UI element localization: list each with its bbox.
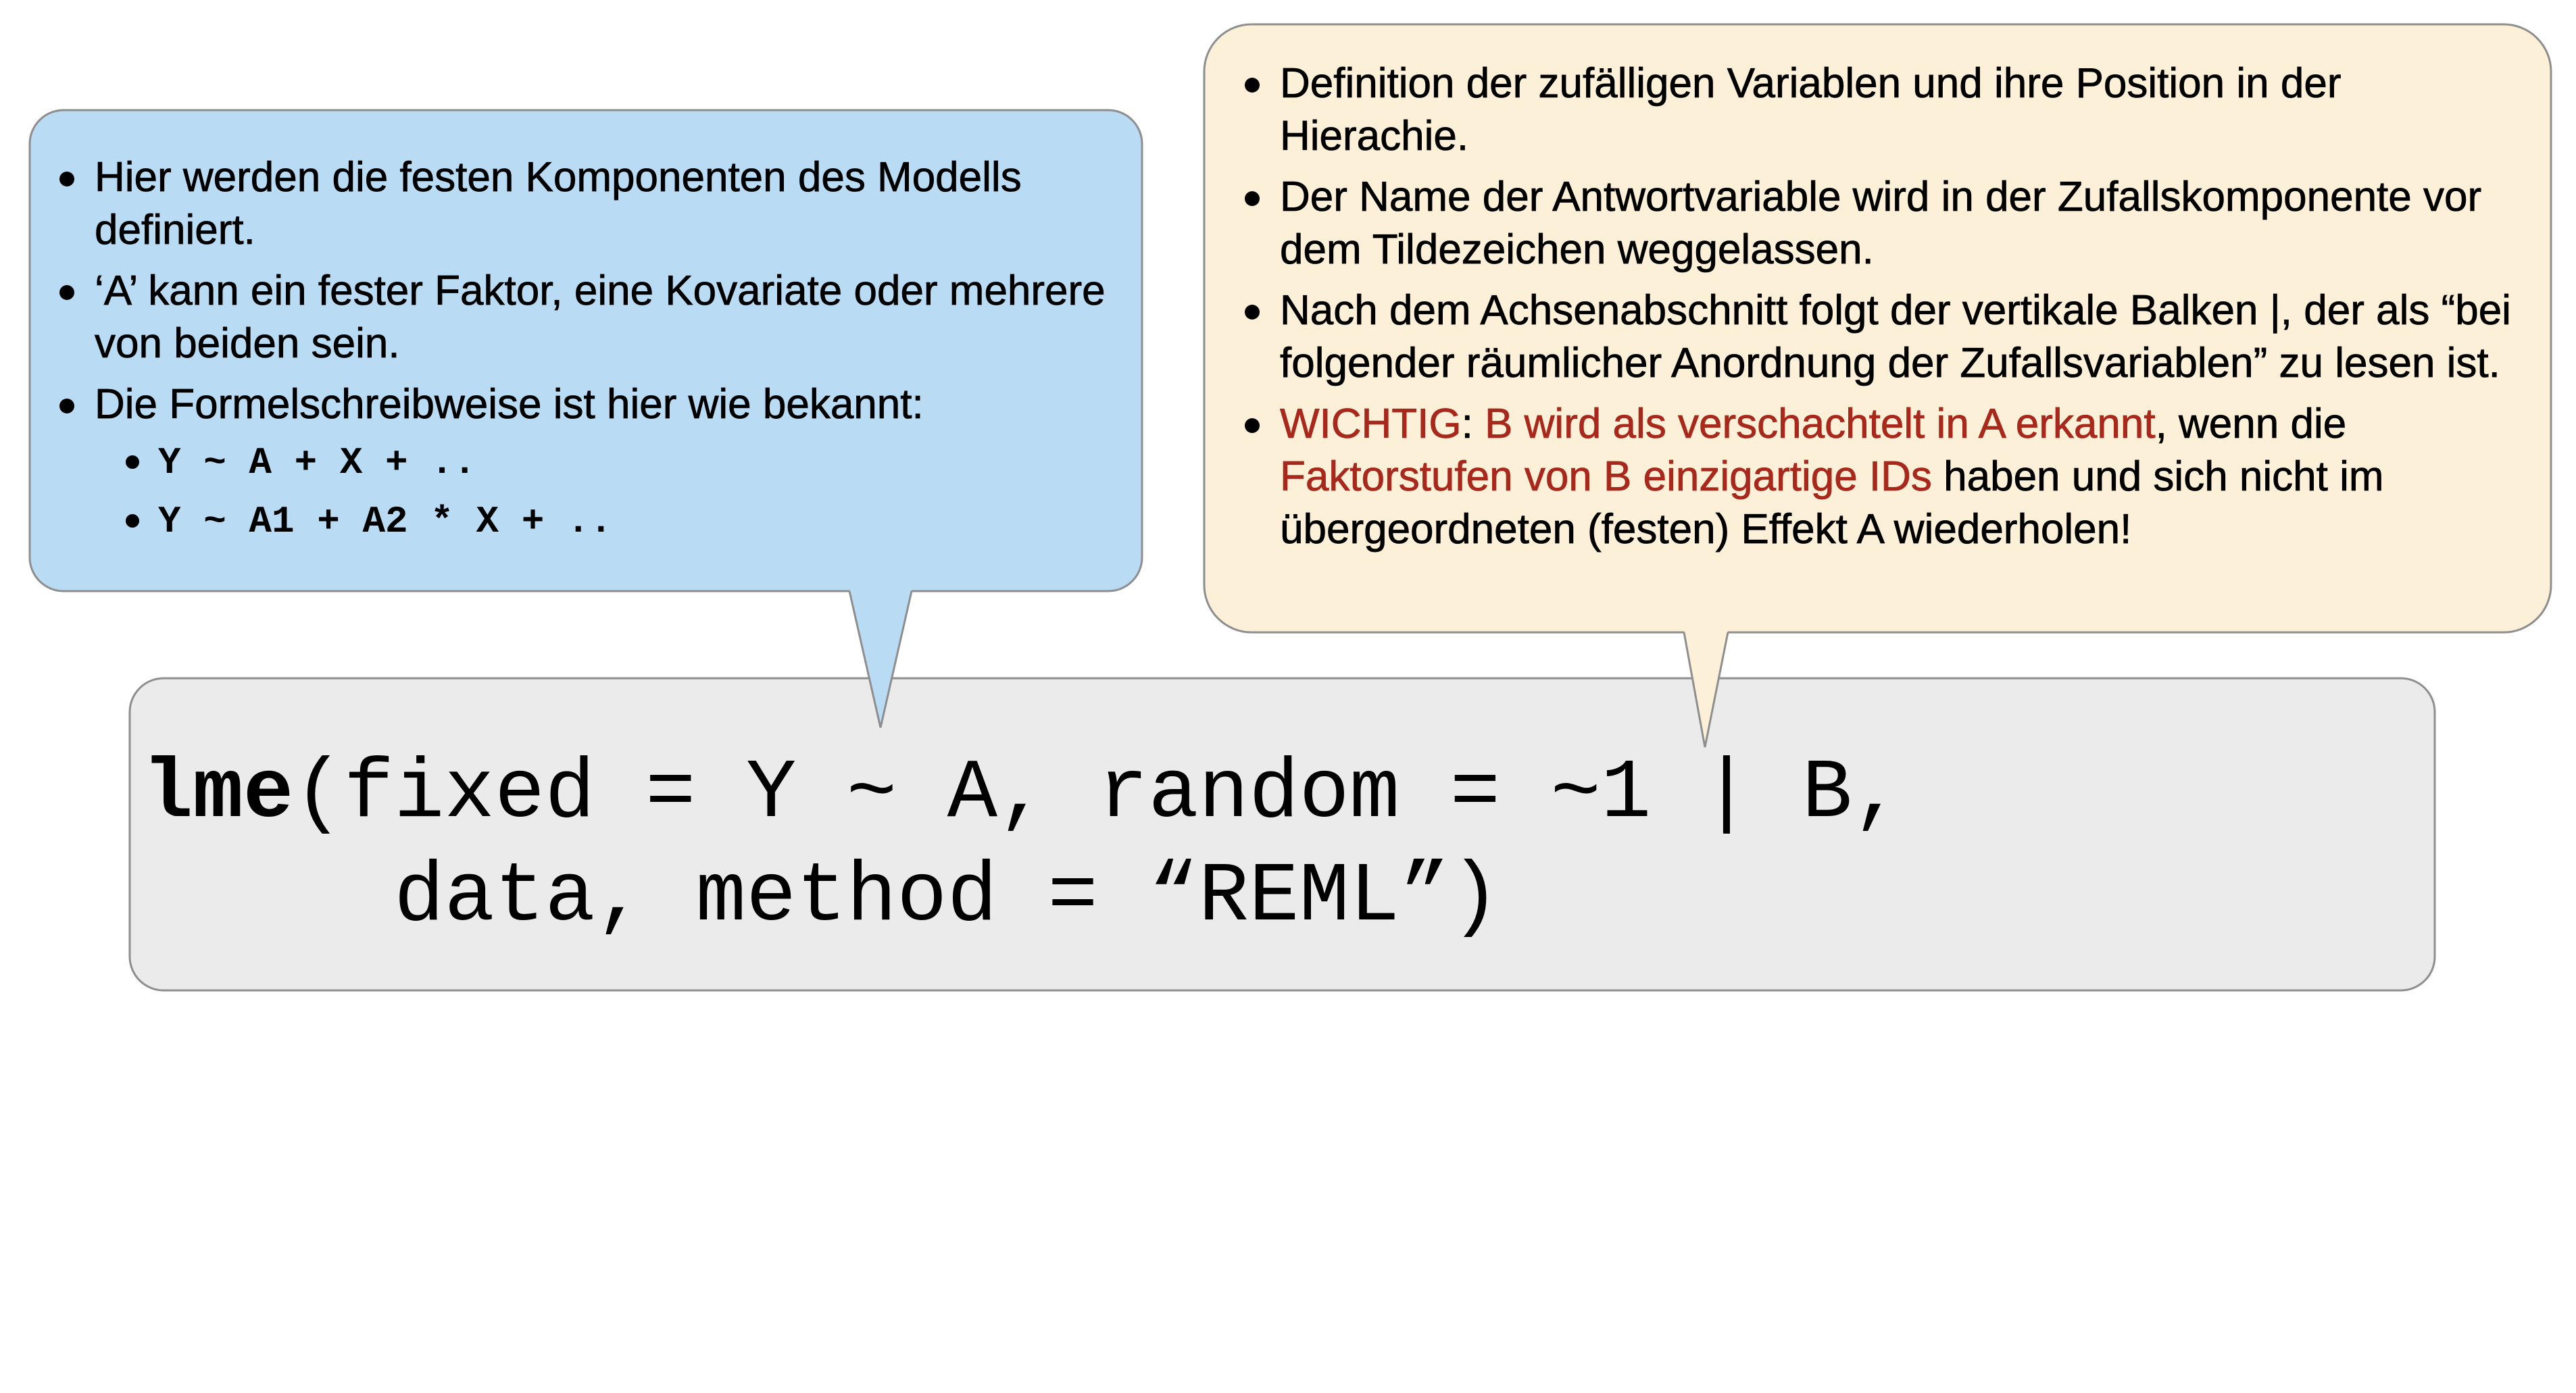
- fixed-bullet: Die Formelschreibweise ist hier wie beka…: [59, 378, 1127, 431]
- random-bubble-box: [1203, 23, 2552, 634]
- fixed-bubble-tail: [849, 589, 912, 728]
- random-bubble-text: Definition der zufälligen Variablen und …: [1245, 57, 2529, 564]
- random-bullet: Definition der zufälligen Variablen und …: [1245, 57, 2529, 163]
- code-line-1: lme(fixed = Y ~ A, random = ~1 | B,: [143, 743, 1902, 846]
- important-text-1: , wenn die: [2155, 401, 2347, 448]
- fixed-bubble-text: Hier werden die festen Komponenten des M…: [59, 151, 1127, 551]
- random-bullet: Nach dem Achsenabschnitt folgt der verti…: [1245, 284, 2529, 390]
- random-bullet: Der Name der Antwortvariable wird in der…: [1245, 171, 2529, 276]
- important-highlight-2: Faktorstufen von B einzigartige IDs: [1280, 453, 1933, 501]
- fixed-bullet: Hier werden die festen Komponenten des M…: [59, 151, 1127, 257]
- lme-code: lme(fixed = Y ~ A, random = ~1 | B, data…: [143, 743, 1902, 950]
- code-args-1: (fixed = Y ~ A, random = ~1 | B,: [293, 747, 1903, 842]
- colon: :: [1461, 401, 1485, 448]
- fixed-bubble-box: [28, 109, 1143, 592]
- code-box: [128, 677, 2436, 992]
- function-name: lme: [143, 747, 294, 842]
- code-line-2: data, method = “REML”): [143, 851, 1501, 945]
- formula-example: Y ~ A + X + ..: [126, 434, 1127, 492]
- important-label: WICHTIG: [1280, 401, 1462, 448]
- formula-example: Y ~ A1 + A2 * X + ..: [126, 492, 1127, 551]
- important-highlight-1: B wird als verschachtelt in A erkannt: [1485, 401, 2156, 448]
- important-bullet: WICHTIG: B wird als verschachtelt in A e…: [1245, 398, 2529, 556]
- fixed-bullet: ‘A’ kann ein fester Faktor, eine Kovaria…: [59, 265, 1127, 370]
- random-bubble-tail: [1684, 630, 1728, 747]
- important-text-2: haben und sich nicht im übergeordneten (…: [1280, 453, 2384, 553]
